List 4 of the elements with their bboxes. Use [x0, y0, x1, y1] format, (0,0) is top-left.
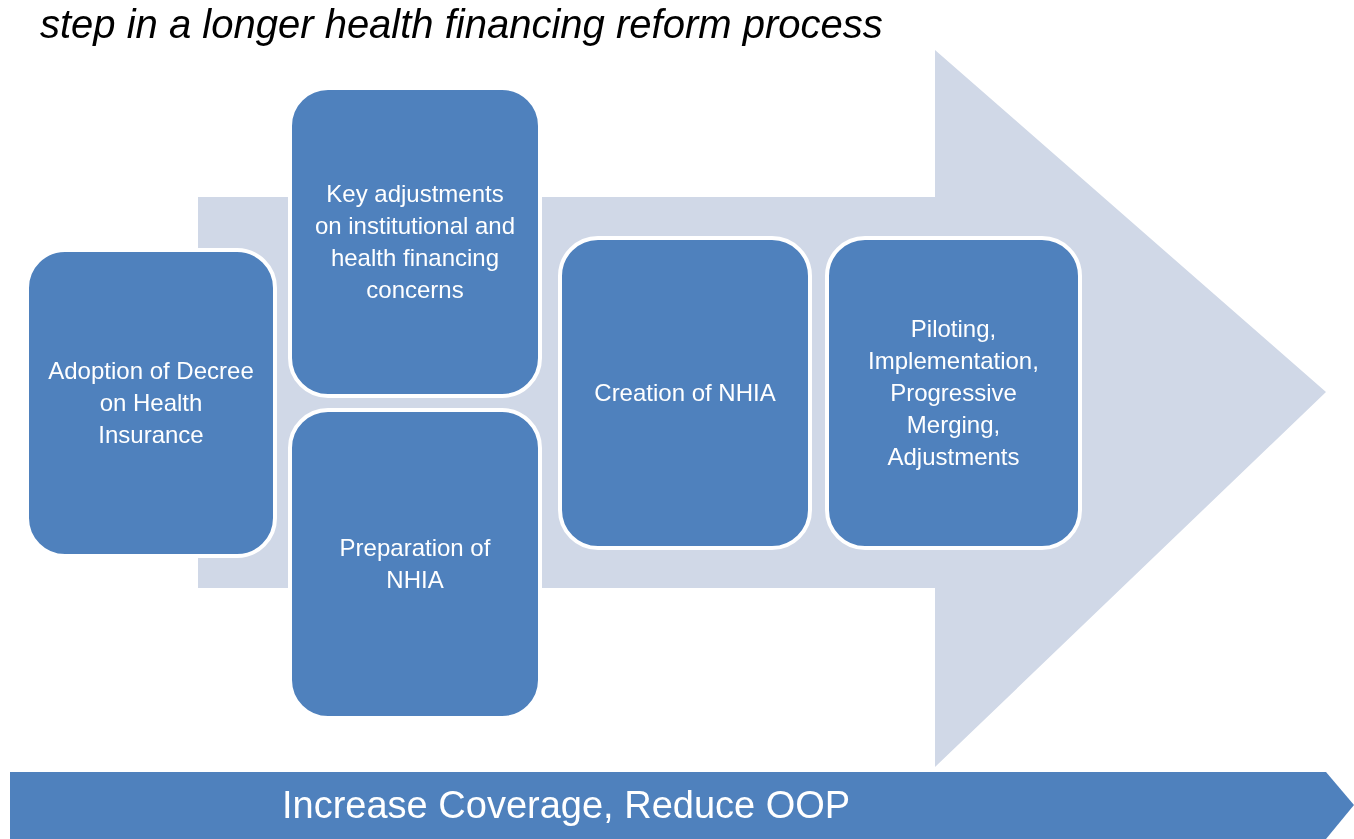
banner-text: Increase Coverage, Reduce OOP [282, 778, 851, 832]
title: step in a longer health financing reform process [40, 2, 883, 47]
step-box: Creation of NHIA [558, 236, 812, 550]
step-box: Piloting, Implementation, Progressive Merging, Adjustments [825, 236, 1082, 550]
